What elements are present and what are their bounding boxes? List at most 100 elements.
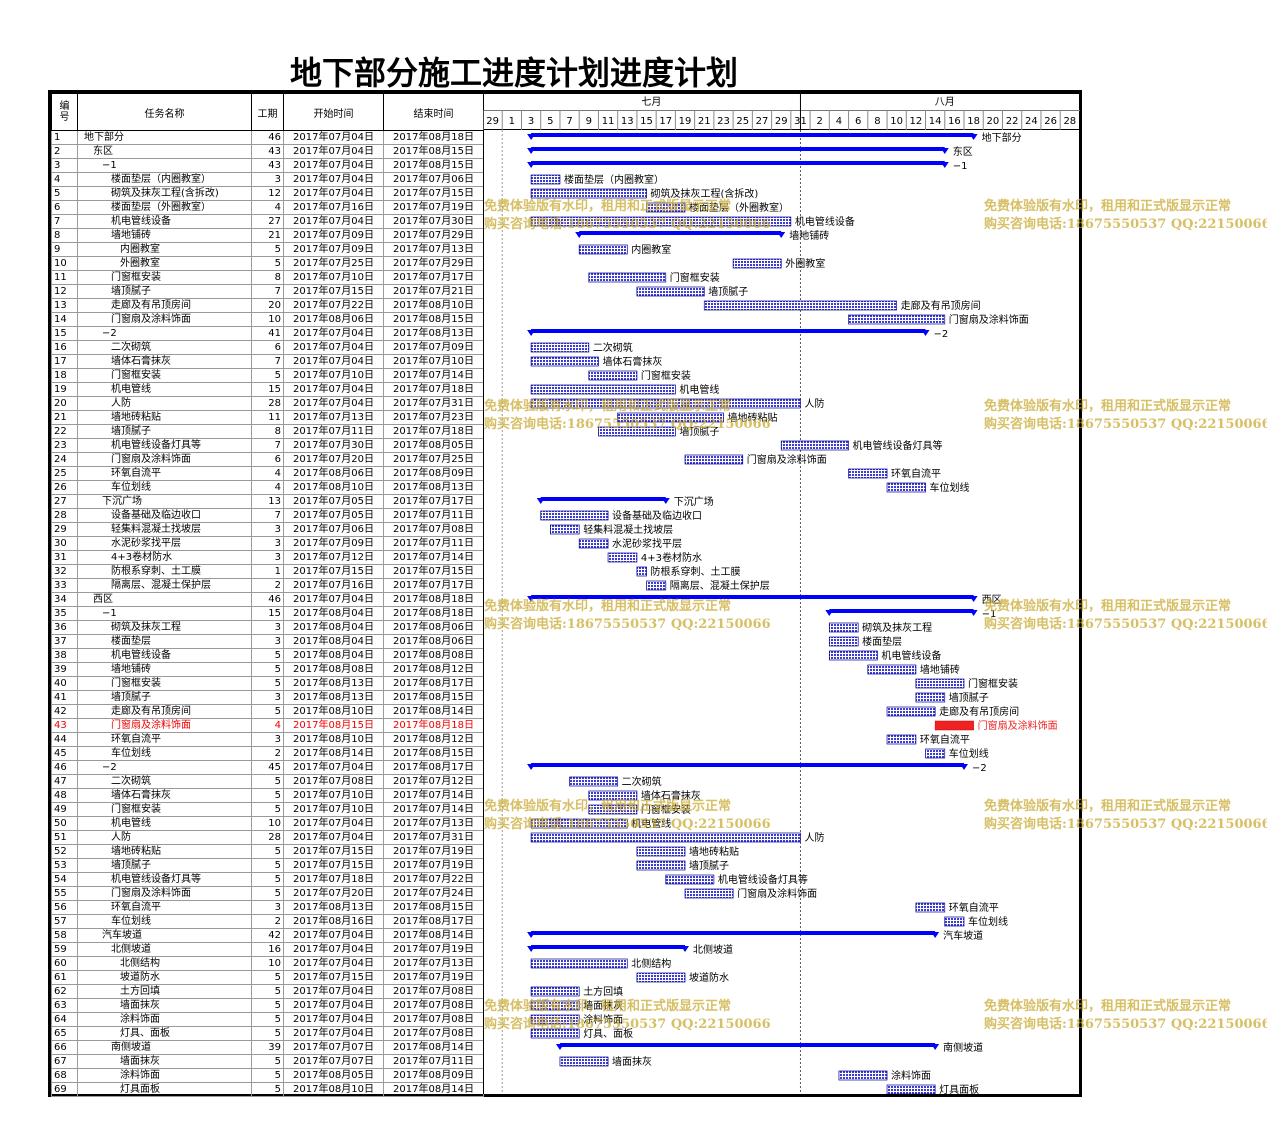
task-name: 机电管线设备	[77, 648, 252, 663]
task-id: 4	[51, 172, 78, 187]
task-bar	[915, 692, 946, 703]
task-name: 轻集料混凝土找坡层	[77, 522, 252, 537]
task-bar	[530, 384, 676, 395]
task-duration: 5	[251, 256, 284, 271]
task-end: 2017年07月08日	[383, 998, 484, 1013]
bar-label: 人防	[804, 831, 824, 844]
day-label: 24	[1025, 116, 1038, 127]
task-id: 61	[51, 970, 78, 985]
task-name: 下沉广场	[77, 494, 252, 509]
task-start: 2017年08月05日	[283, 1068, 384, 1083]
bar-label: 北侧坡道	[693, 943, 733, 956]
task-name: 东区	[77, 144, 252, 159]
task-bar	[867, 664, 917, 675]
task-start: 2017年08月04日	[283, 634, 384, 649]
task-end: 2017年07月12日	[383, 774, 484, 789]
task-start: 2017年07月10日	[283, 802, 384, 817]
bar-label: 门窗框安装	[670, 271, 720, 284]
task-duration: 10	[251, 312, 284, 327]
task-duration: 11	[251, 410, 284, 425]
bar-label: 环氧自流平	[949, 901, 999, 914]
summary-start-marker	[527, 932, 536, 938]
task-end: 2017年07月30日	[383, 214, 484, 229]
task-bar	[636, 860, 686, 871]
task-bar	[530, 356, 599, 367]
day-label: 29	[486, 116, 499, 127]
task-end: 2017年08月08日	[383, 648, 484, 663]
task-end: 2017年07月13日	[383, 816, 484, 831]
summary-bar	[531, 133, 974, 137]
task-start: 2017年07月06日	[283, 522, 384, 537]
task-bar	[828, 636, 859, 647]
task-name: 墙地砖粘贴	[77, 410, 252, 425]
task-duration: 5	[251, 970, 284, 985]
day-label: 6	[855, 116, 861, 127]
task-start: 2017年07月09日	[283, 242, 384, 257]
task-name: 人防	[77, 830, 252, 845]
task-end: 2017年08月15日	[383, 746, 484, 761]
task-bar	[684, 888, 734, 899]
task-name: 墙地铺砖	[77, 228, 252, 243]
task-end: 2017年07月13日	[383, 242, 484, 257]
task-duration: 2	[251, 746, 284, 761]
task-duration: 5	[251, 1082, 284, 1097]
task-name: 汽车坡道	[77, 928, 252, 943]
task-start: 2017年07月15日	[283, 858, 384, 873]
task-start: 2017年07月04日	[283, 956, 384, 971]
task-start: 2017年07月30日	[283, 438, 384, 453]
task-duration: 6	[251, 340, 284, 355]
task-bar	[636, 566, 647, 577]
task-name: 环氧自流平	[77, 732, 252, 747]
task-end: 2017年07月19日	[383, 970, 484, 985]
task-id: 58	[51, 928, 78, 943]
task-name: 北侧结构	[77, 956, 252, 971]
task-name: 墙体石膏抹灰	[77, 354, 252, 369]
task-id: 57	[51, 914, 78, 929]
task-id: 26	[51, 480, 78, 495]
task-duration: 3	[251, 620, 284, 635]
bar-label: 南侧坡道	[943, 1041, 983, 1054]
task-start: 2017年07月05日	[283, 508, 384, 523]
bar-label: 外圈教室	[785, 257, 825, 270]
task-end: 2017年07月08日	[383, 1012, 484, 1027]
bar-label: 机电管线	[631, 817, 671, 830]
task-bar	[703, 300, 898, 311]
col-header-name: 任务名称	[77, 93, 252, 131]
task-name: 涂料饰面	[77, 1012, 252, 1027]
bar-label: 走廊及有吊顶房间	[901, 299, 981, 312]
bar-label: 二次砌筑	[593, 341, 633, 354]
task-duration: 3	[251, 900, 284, 915]
summary-end-marker	[921, 330, 930, 336]
task-id: 48	[51, 788, 78, 803]
task-id: 6	[51, 200, 78, 215]
task-id: 47	[51, 774, 78, 789]
task-bar	[636, 846, 686, 857]
task-bar	[530, 986, 580, 997]
bar-label: 砌筑及抹灰工程	[862, 621, 932, 634]
bar-label: 门窗框安装	[968, 677, 1018, 690]
task-name: −2	[77, 326, 252, 341]
task-start: 2017年08月10日	[283, 1082, 384, 1097]
task-start: 2017年07月04日	[283, 396, 384, 411]
bar-label: 灯具面板	[939, 1083, 979, 1094]
bar-label: 墙体石膏抹灰	[602, 355, 662, 368]
task-start: 2017年07月04日	[283, 984, 384, 999]
bar-label: 墙顶腻子	[949, 691, 989, 704]
task-end: 2017年08月13日	[383, 480, 484, 495]
task-name: 砌筑及抹灰工程(含拆改)	[77, 186, 252, 201]
